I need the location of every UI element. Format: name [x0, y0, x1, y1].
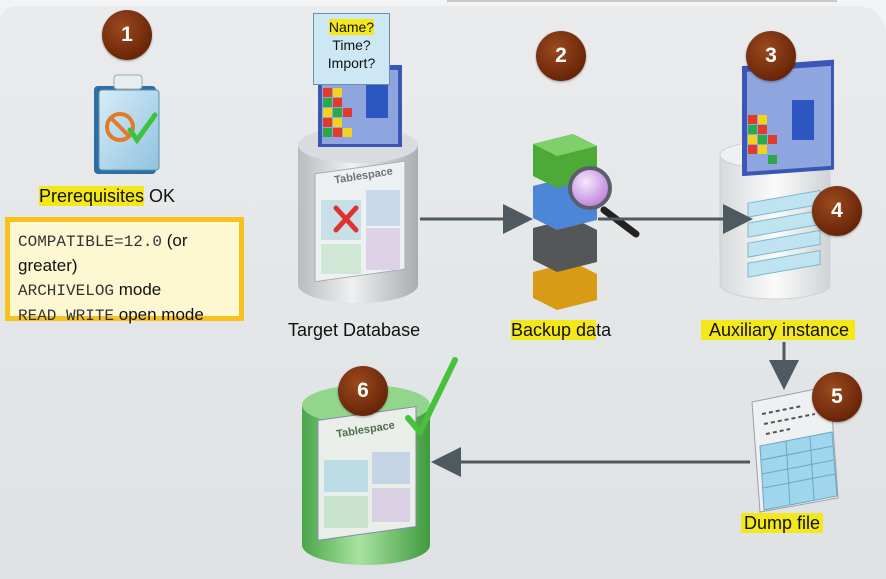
auxiliary-instance-label-highlight: Auxiliary instance: [701, 320, 856, 340]
req-readwrite-text: open mode: [114, 305, 204, 324]
backup-data-label: Backup data: [511, 320, 611, 341]
step-badge-5: 5: [812, 372, 862, 422]
auxiliary-instance-label: Auxiliary instance: [701, 320, 856, 341]
step-badge-6: 6: [338, 366, 388, 416]
req-compatible-code: COMPATIBLE=12.0: [18, 233, 163, 251]
req-archivelog-text: mode: [114, 280, 162, 299]
callout-line-time: Time?: [332, 37, 371, 53]
backup-data-label-highlight: Backup da: [511, 320, 597, 340]
dump-file-label: Dump file: [741, 513, 824, 534]
backup-data-label-rest: ta: [596, 320, 612, 340]
callout-line-import: Import?: [327, 55, 376, 71]
req-compatible-text: (or greater): [18, 231, 188, 275]
prerequisites-label-highlight: Prerequisites: [39, 186, 145, 206]
req-archivelog-code: ARCHIVELOG: [18, 282, 115, 300]
callout-line-name: Name?: [328, 19, 375, 35]
step-badge-1: 1: [102, 10, 152, 60]
target-database-icon: [298, 65, 418, 303]
clipboard-icon: [94, 74, 160, 174]
prerequisites-label: Prerequisites OK: [39, 186, 175, 207]
restored-tablespace-icon: [302, 357, 458, 565]
prerequisites-label-rest: OK: [144, 186, 176, 206]
top-divider: [447, 0, 837, 2]
target-callout: Name? Time? Import?: [313, 13, 390, 85]
requirements-box: COMPATIBLE=12.0 (or greater) ARCHIVELOG …: [5, 217, 244, 325]
dump-file-label-highlight: Dump file: [741, 513, 824, 533]
req-readwrite-code: READ WRITE: [18, 307, 115, 325]
step-badge-4: 4: [812, 186, 862, 236]
step-badge-3: 3: [746, 31, 796, 81]
auxiliary-instance-icon: [719, 59, 834, 300]
target-database-label: Target Database: [288, 320, 421, 340]
flow-arrows: [420, 204, 799, 477]
step-badge-2: 2: [536, 31, 586, 81]
dump-file-icon: [751, 385, 839, 513]
backup-data-icon: [533, 134, 640, 310]
